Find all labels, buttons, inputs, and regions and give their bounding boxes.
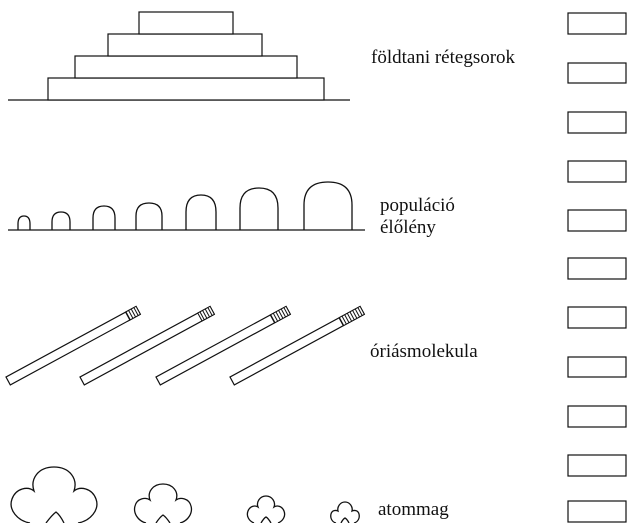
organism-4 bbox=[135, 202, 163, 230]
organism-2 bbox=[51, 211, 71, 230]
nucleus-illustration bbox=[10, 466, 360, 523]
macromolecule-rod-3 bbox=[155, 305, 292, 386]
answer-box-8[interactable] bbox=[567, 356, 627, 378]
organism-label: élőlény bbox=[380, 217, 436, 238]
organism-6 bbox=[239, 187, 279, 230]
nucleus-shape-4 bbox=[330, 501, 360, 523]
macromolecule-illustration bbox=[5, 305, 366, 386]
macromolecule-rod-1 bbox=[5, 305, 142, 386]
answer-box-3[interactable] bbox=[567, 111, 627, 134]
organism-5 bbox=[185, 194, 217, 230]
nucleus-shape-3-stem bbox=[260, 516, 272, 523]
nucleus-shape-2-stem bbox=[155, 514, 171, 523]
answer-box-11[interactable] bbox=[567, 500, 627, 523]
strata-label: földtani rétegsorok bbox=[371, 47, 516, 68]
nucleus-shape-1-stem bbox=[45, 511, 65, 523]
organism-7 bbox=[303, 181, 353, 230]
stratum-layer-2 bbox=[74, 55, 298, 79]
population-illustration bbox=[8, 181, 365, 231]
stratum-layer-1 bbox=[47, 77, 325, 101]
answer-box-2[interactable] bbox=[567, 62, 627, 84]
macromolecule-rod-2 bbox=[79, 305, 216, 386]
organism-1 bbox=[17, 215, 31, 230]
answer-box-5[interactable] bbox=[567, 209, 627, 232]
nucleus-shape-2 bbox=[133, 483, 193, 523]
macromolecule-label: óriásmolekula bbox=[370, 341, 478, 362]
answer-box-1[interactable] bbox=[567, 12, 627, 35]
answer-box-column bbox=[567, 12, 627, 523]
answer-box-7[interactable] bbox=[567, 306, 627, 329]
nucleus-shape-3 bbox=[246, 495, 286, 523]
population-label: populáció bbox=[380, 195, 455, 216]
nucleus-shape-1 bbox=[10, 466, 98, 523]
macromolecule-rod-4 bbox=[229, 305, 366, 386]
answer-box-6[interactable] bbox=[567, 257, 627, 280]
stratum-layer-4 bbox=[138, 11, 234, 35]
stratum-layer-3 bbox=[107, 33, 263, 57]
nucleus-label: atommag bbox=[378, 499, 449, 520]
answer-box-4[interactable] bbox=[567, 160, 627, 183]
answer-box-10[interactable] bbox=[567, 454, 627, 477]
answer-box-9[interactable] bbox=[567, 405, 627, 428]
organism-3 bbox=[92, 205, 116, 230]
nucleus-shape-4-stem bbox=[340, 517, 350, 523]
strata-illustration bbox=[8, 11, 350, 101]
